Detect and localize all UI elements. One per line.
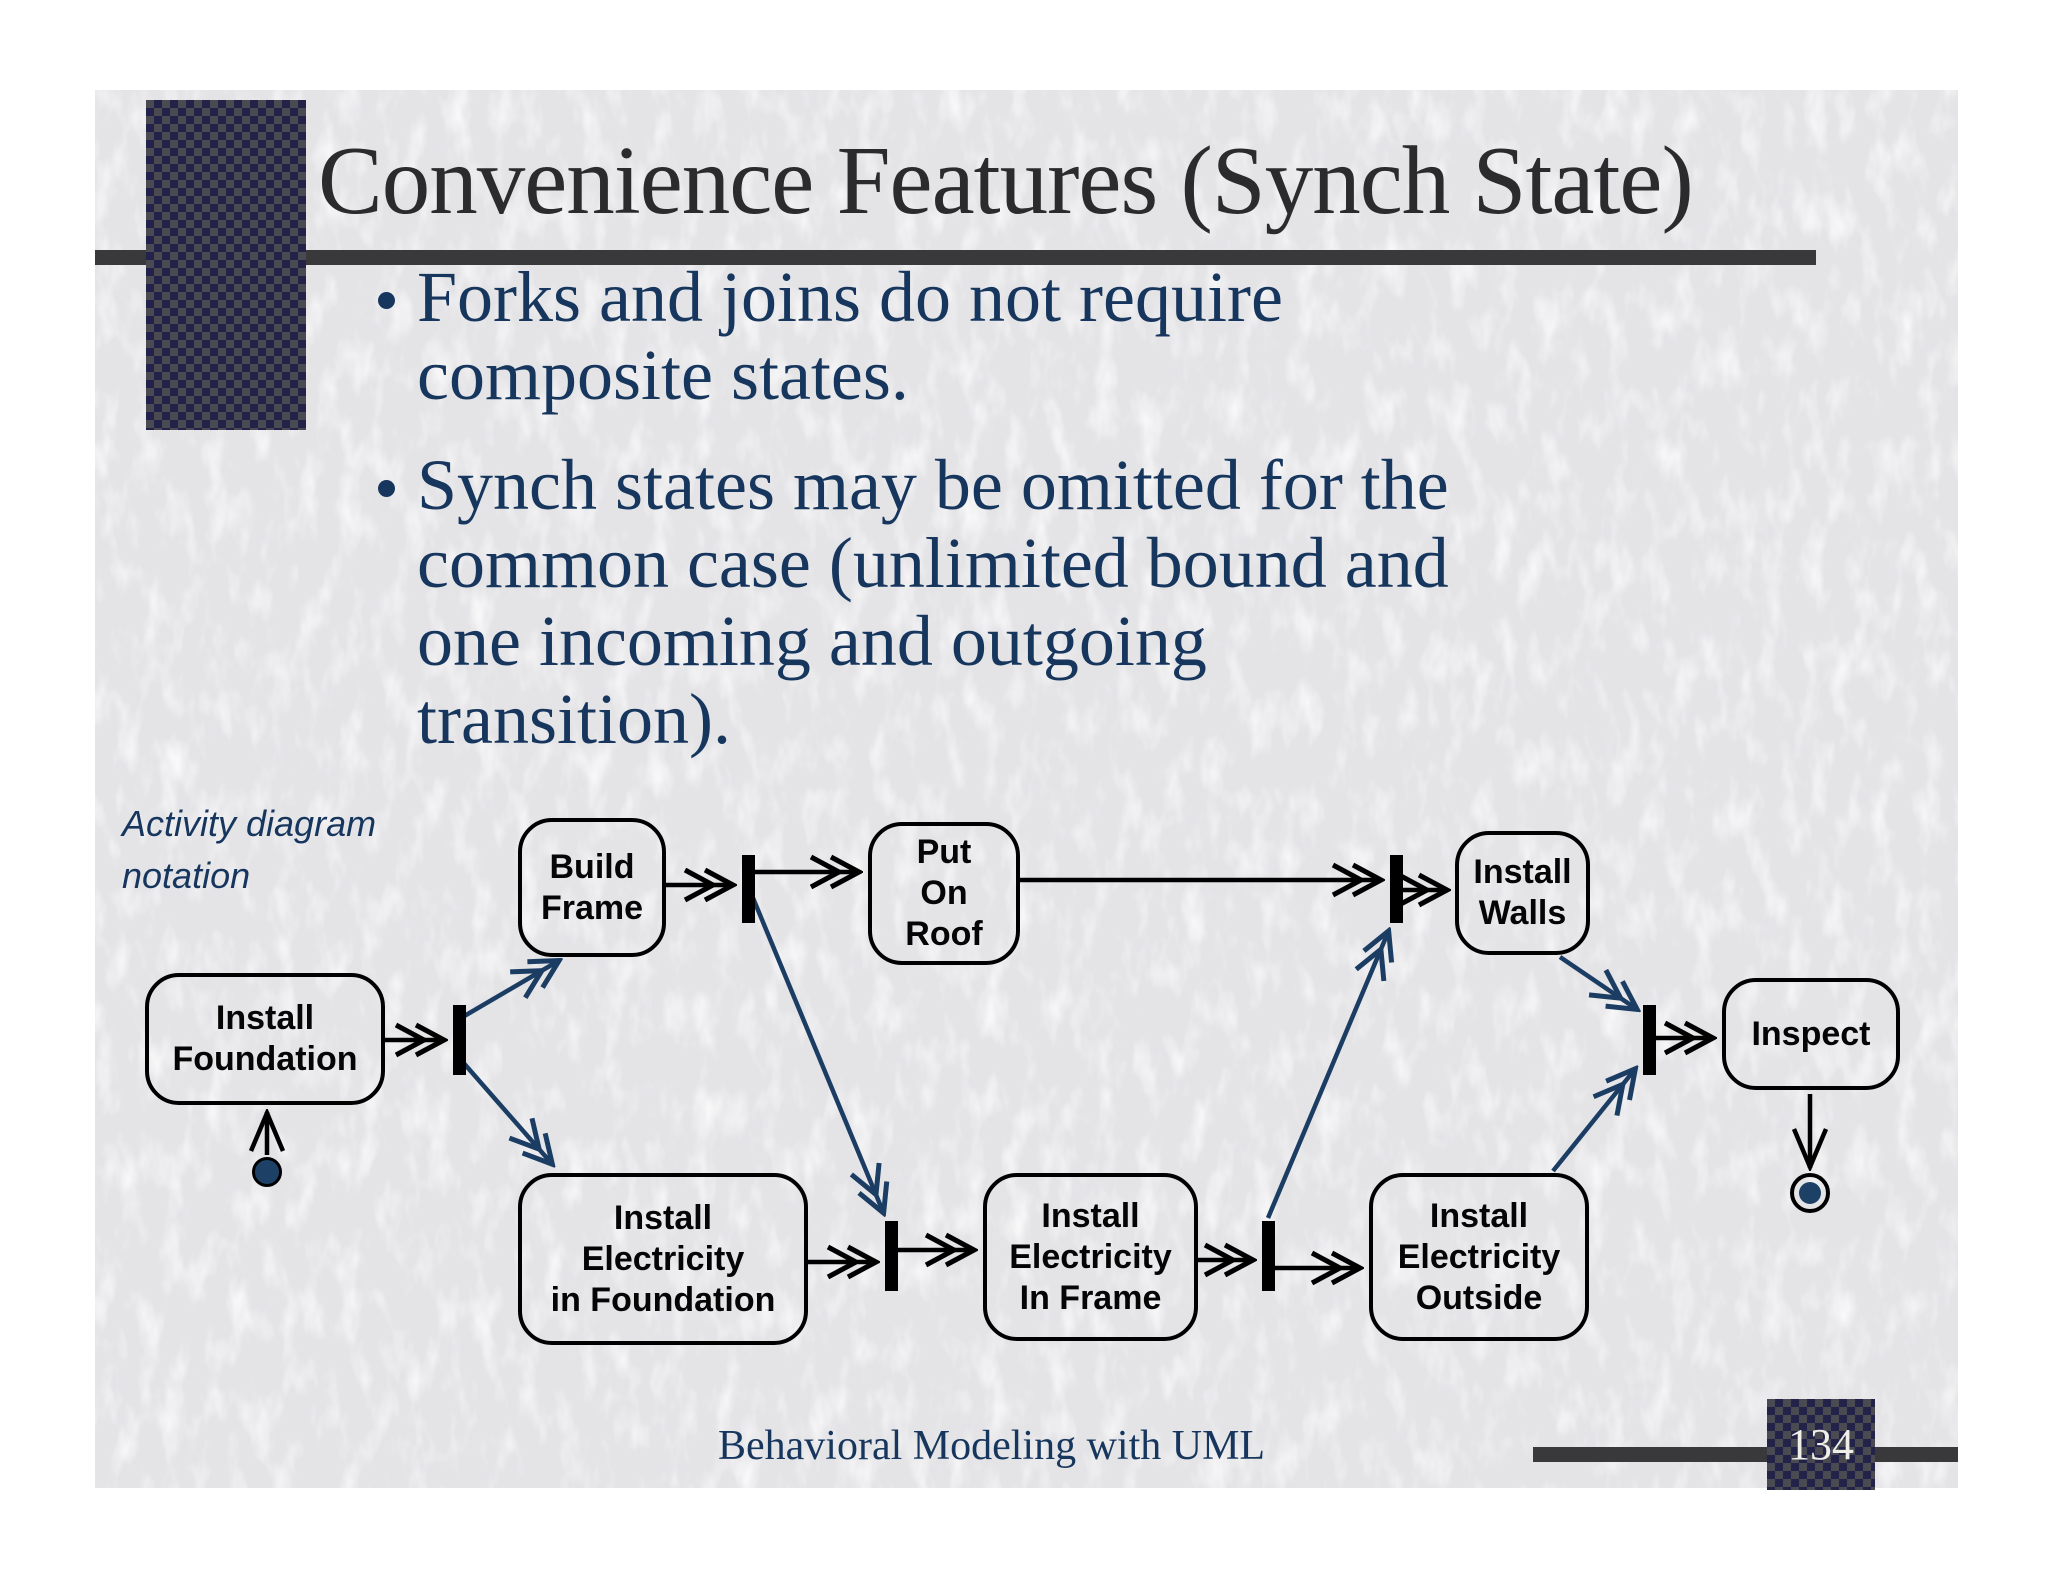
bullet-item: Forks and joins do not require composite… [378,258,1697,414]
node-build-frame: Build Frame [518,818,666,957]
bullet-text: Synch states may be omitted for the comm… [417,445,1449,759]
bullet-icon [378,480,395,497]
node-put-on-roof: Put On Roof [868,822,1020,965]
slide-textured-background [95,90,1958,1488]
bullet-text: Forks and joins do not require composite… [417,257,1283,415]
node-install-electricity-in-frame: Install Electricity In Frame [983,1173,1198,1341]
texture-overlay [95,90,1958,1488]
bullet-item: Synch states may be omitted for the comm… [378,446,1697,758]
title-underline-rule [95,250,1816,265]
node-install-walls: Install Walls [1455,831,1590,955]
title-decor-square [146,100,306,430]
page-title: Convenience Features (Synch State) [318,127,1694,234]
node-install-electricity-outside: Install Electricity Outside [1369,1173,1589,1341]
diagram-caption: Activity diagram notation [122,803,377,896]
bullet-icon [378,292,395,309]
footer-rule [1533,1447,1958,1462]
node-install-foundation: Install Foundation [145,973,385,1105]
footer-title: Behavioral Modeling with UML [718,1423,1266,1469]
node-install-electricity-in-foundation: Install Electricity in Foundation [518,1173,808,1345]
page-number: 134 [1788,1420,1854,1469]
page-number-box: 134 [1767,1399,1875,1490]
node-inspect: Inspect [1722,978,1900,1090]
